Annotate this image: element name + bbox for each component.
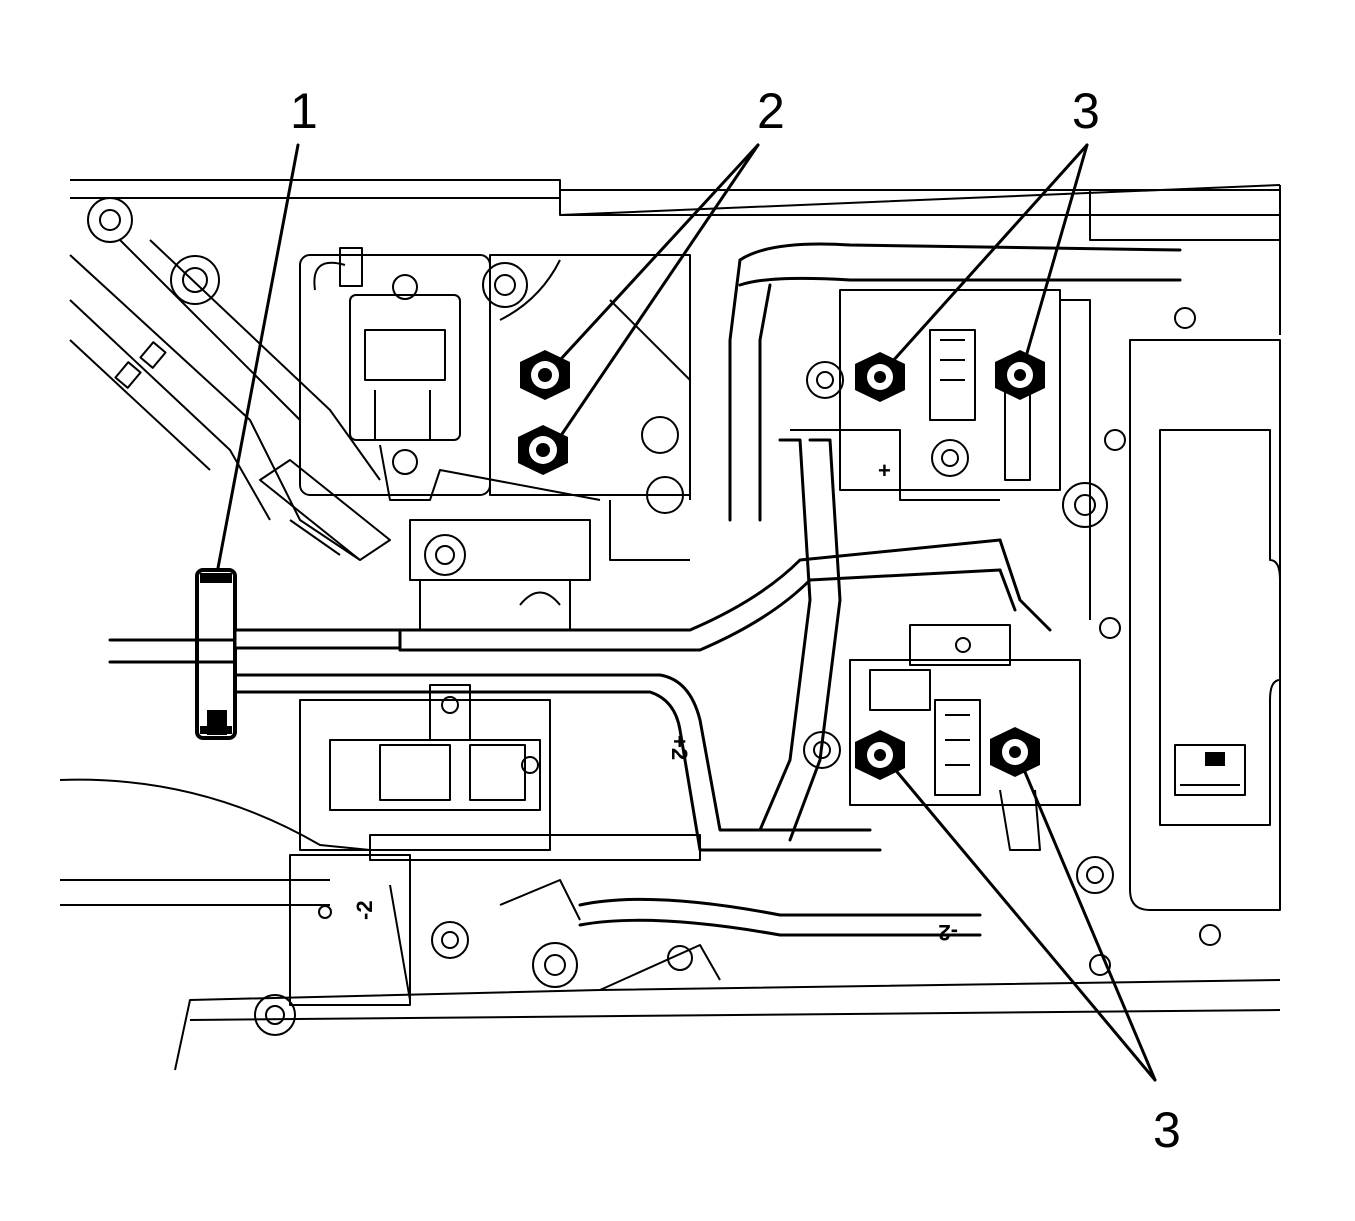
nut-group-3-bottom [855,727,1040,780]
housing-frame [60,179,1281,1071]
leader-2a [558,143,760,362]
leader-lines [216,143,1157,1082]
bolt-2b [518,425,568,475]
terminal-marks: + +2 -2 -2 [352,458,958,945]
leader-3b [1023,143,1089,362]
leader-3a [890,143,1089,364]
relay-module-top [299,247,601,501]
left-diagonal-bracket [69,197,391,561]
callout-3-bottom: 3 [1153,1102,1181,1158]
leader-1 [216,143,300,570]
pipe-fitting-1 [195,568,237,740]
leader-2b [558,143,760,439]
upper-connector-cluster [482,254,691,561]
right-terminal-block [790,289,1196,639]
plus-mark-side: +2 [667,735,692,760]
inverter-module [1129,339,1281,911]
coolant-pipes [108,242,1182,852]
callout-2: 2 [757,83,785,139]
bolt-group-2 [518,350,570,475]
nut-3d [990,727,1040,777]
lower-connector-bolts [254,854,982,1036]
central-bracket [409,519,591,631]
callout-1: 1 [290,83,318,139]
nut-3a [855,352,905,402]
leader-3c [891,765,1157,1082]
minus-mark-bottom: -2 [938,920,958,945]
nut-group-3-top [855,350,1045,402]
bolt-2a [520,350,570,400]
lower-terminal-block [803,624,1221,976]
lower-left-connector [59,684,701,861]
minus-mark-left: -2 [352,900,377,920]
callout-numbers: 1 2 3 3 [290,83,1181,1158]
plus-mark-top: + [878,458,891,483]
leader-3d [1020,763,1157,1082]
nut-3b [995,350,1045,400]
callout-3-top: 3 [1072,83,1100,139]
